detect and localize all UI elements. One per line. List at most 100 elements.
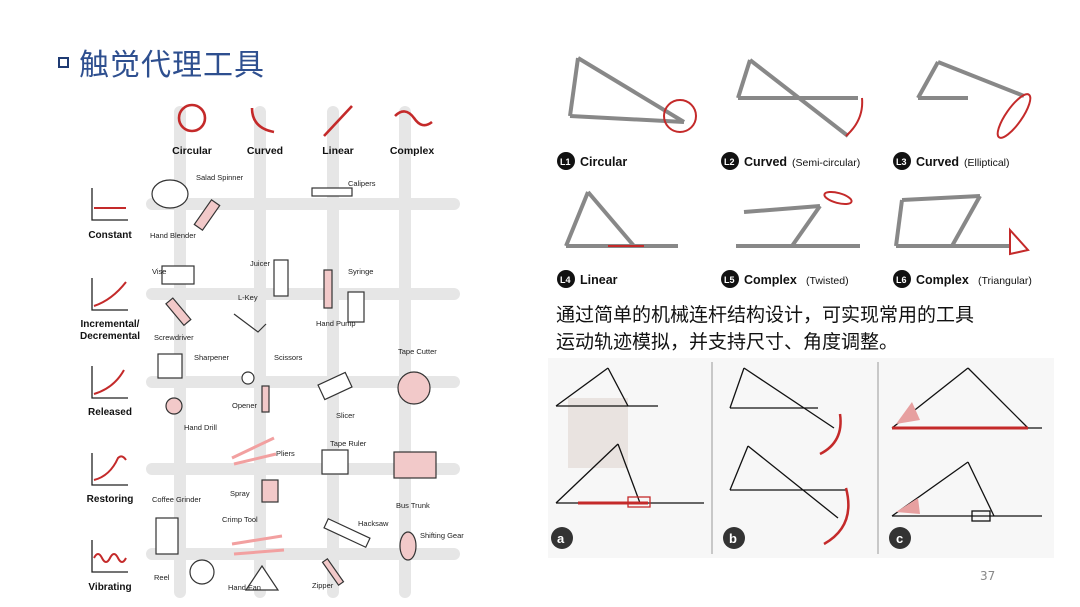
square-bullet-icon bbox=[58, 56, 69, 68]
svg-text:Curved: Curved bbox=[744, 155, 787, 169]
label-sharpener: Sharpener bbox=[194, 353, 230, 362]
tape-cutter-icon bbox=[397, 371, 431, 405]
slide-title: 触觉代理工具 bbox=[79, 48, 265, 83]
label-l-key: L-Key bbox=[238, 293, 258, 302]
label-salad-spinner: Salad Spinner bbox=[196, 173, 244, 182]
vise-icon bbox=[161, 265, 195, 285]
svg-text:(Triangular): (Triangular) bbox=[978, 275, 1032, 287]
screwdriver-icon bbox=[165, 297, 192, 327]
description-text: 通过简单的机械连杆结构设计，可实现常用的工具 运动轨迹模拟，并支持尺寸、角度调整… bbox=[556, 302, 1056, 356]
label-hand-fan: Hand Fan bbox=[228, 583, 261, 592]
label-vise: Vise bbox=[152, 267, 166, 276]
linkage-label-l5: L5 Complex (Twisted) bbox=[721, 270, 849, 288]
linkage-designs-figure: L1 Circular L2 Curved (Semi-circular) L3… bbox=[548, 40, 1054, 290]
label-pliers: Pliers bbox=[276, 449, 295, 458]
spray-icon bbox=[261, 479, 279, 503]
svg-text:c: c bbox=[896, 531, 903, 546]
linkage-label-l4: L4 Linear bbox=[557, 270, 618, 288]
svg-text:Circular: Circular bbox=[580, 155, 627, 169]
hand-blender-icon bbox=[193, 199, 221, 231]
crimp-tool-icon bbox=[231, 534, 285, 556]
label-crimp-tool: Crimp Tool bbox=[222, 515, 258, 524]
juicer-icon bbox=[273, 259, 289, 297]
label-hand-pump: Hand Pump bbox=[316, 319, 356, 328]
row-released: Released bbox=[88, 407, 132, 418]
l-key-icon bbox=[233, 313, 267, 333]
label-spray: Spray bbox=[230, 489, 250, 498]
adjust-badge-c: c bbox=[889, 527, 911, 549]
svg-text:Curved: Curved bbox=[916, 155, 959, 169]
description-line-2: 运动轨迹模拟，并支持尺寸、角度调整。 bbox=[556, 331, 899, 353]
svg-text:L4: L4 bbox=[560, 275, 571, 285]
curved-arrow-icon bbox=[250, 107, 275, 134]
shifting-gear-icon bbox=[399, 531, 417, 561]
adjust-badge-b: b bbox=[723, 527, 745, 549]
label-shifting-gear: Shifting Gear bbox=[420, 531, 464, 540]
linkage-l3-diagram bbox=[916, 60, 1032, 139]
label-hand-blender: Hand Blender bbox=[150, 231, 196, 240]
linkage-l5-diagram bbox=[736, 190, 860, 248]
opener-icon bbox=[261, 385, 270, 413]
svg-text:(Elliptical): (Elliptical) bbox=[964, 157, 1010, 169]
adjust-panel-b bbox=[729, 367, 850, 546]
linkage-l1-diagram bbox=[568, 56, 697, 133]
row-vibrating: Vibrating bbox=[88, 582, 131, 593]
tape-ruler-icon bbox=[321, 449, 349, 475]
label-tape-ruler: Tape Ruler bbox=[330, 439, 367, 448]
complex-arrow-icon bbox=[394, 110, 433, 127]
description-line-1: 通过简单的机械连杆结构设计，可实现常用的工具 bbox=[556, 304, 975, 326]
row-incremental: Incremental/ bbox=[81, 319, 140, 330]
adjustment-figure: a b bbox=[548, 358, 1054, 558]
label-opener: Opener bbox=[232, 401, 258, 410]
label-syringe: Syringe bbox=[348, 267, 373, 276]
pliers-icon bbox=[231, 436, 277, 466]
linkage-label-l2: L2 Curved (Semi-circular) bbox=[721, 152, 860, 170]
tool-matrix-figure: Circular Curved Linear Complex bbox=[62, 88, 464, 598]
linkage-label-l6: L6 Complex (Triangular) bbox=[893, 270, 1032, 288]
svg-text:(Semi-circular): (Semi-circular) bbox=[792, 157, 860, 169]
reel-icon bbox=[189, 559, 215, 585]
bus-trunk-icon bbox=[393, 451, 437, 479]
linkage-l4-diagram bbox=[564, 190, 678, 248]
column-curved: Curved bbox=[247, 145, 283, 157]
adjust-badge-a: a bbox=[551, 527, 573, 549]
label-hand-drill: Hand Drill bbox=[184, 423, 217, 432]
coffee-grinder-icon bbox=[155, 517, 179, 555]
label-juicer: Juicer bbox=[250, 259, 271, 268]
hand-pump-icon bbox=[347, 291, 365, 323]
linkage-l2-diagram bbox=[736, 58, 864, 138]
svg-text:Linear: Linear bbox=[580, 273, 618, 287]
svg-text:b: b bbox=[729, 531, 737, 546]
label-tape-cutter: Tape Cutter bbox=[398, 347, 437, 356]
svg-text:L3: L3 bbox=[896, 157, 907, 167]
label-scissors: Scissors bbox=[274, 353, 303, 362]
slicer-icon bbox=[317, 371, 353, 401]
sharpener-icon bbox=[157, 353, 183, 379]
svg-text:(Twisted): (Twisted) bbox=[806, 275, 849, 287]
svg-text:Complex: Complex bbox=[916, 273, 969, 287]
label-hacksaw: Hacksaw bbox=[358, 519, 389, 528]
scissors-icon bbox=[241, 371, 255, 385]
row-decremental: Decremental bbox=[80, 331, 140, 342]
label-reel: Reel bbox=[154, 573, 170, 582]
label-bus-trunk: Bus Trunk bbox=[396, 501, 430, 510]
zipper-icon bbox=[321, 557, 345, 587]
column-circular: Circular bbox=[172, 145, 212, 157]
label-screwdriver: Screwdriver bbox=[154, 333, 194, 342]
hand-fan-icon bbox=[244, 564, 280, 591]
linkage-label-l1: L1 Circular bbox=[557, 152, 627, 170]
svg-text:Complex: Complex bbox=[744, 273, 797, 287]
svg-text:L2: L2 bbox=[724, 157, 735, 167]
label-zipper: Zipper bbox=[312, 581, 334, 590]
column-linear: Linear bbox=[322, 145, 354, 157]
linkage-label-l3: L3 Curved (Elliptical) bbox=[893, 152, 1010, 170]
page-number: 37 bbox=[980, 569, 996, 583]
calipers-icon bbox=[311, 187, 353, 197]
label-calipers: Calipers bbox=[348, 179, 376, 188]
syringe-icon bbox=[323, 269, 333, 309]
svg-text:L6: L6 bbox=[896, 275, 907, 285]
salad-spinner-icon bbox=[151, 179, 189, 209]
adjust-panel-c bbox=[891, 367, 1042, 522]
adjust-panel-a bbox=[555, 367, 704, 508]
